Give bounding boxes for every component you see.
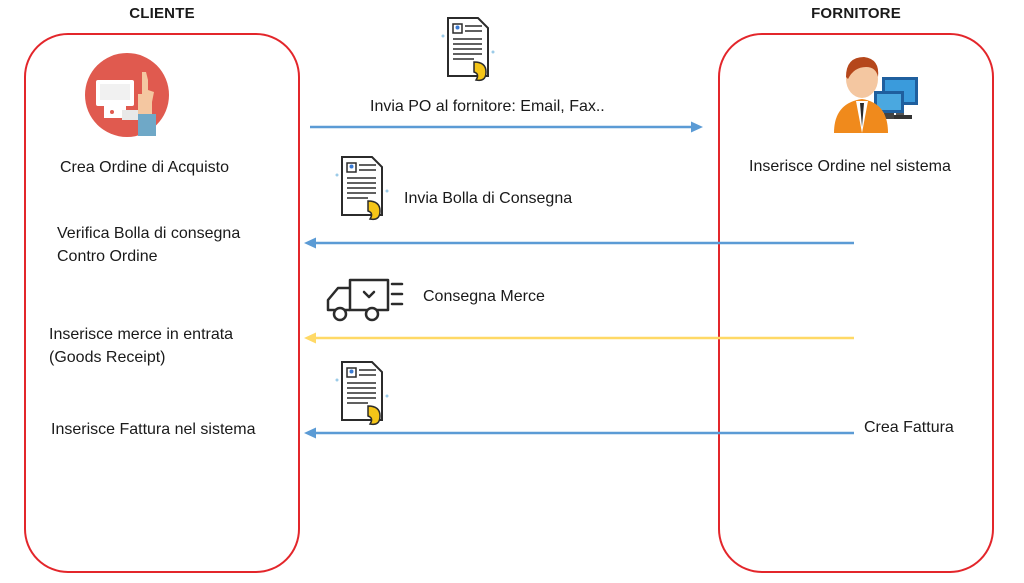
step-crea-ordine: Crea Ordine di Acquisto [60,159,229,176]
message-consegna-merce: Consegna Merce [423,288,545,305]
step-inserisce-ordine: Inserisce Ordine nel sistema [749,158,951,175]
document-icon [335,156,389,221]
delivery-truck-icon [326,278,404,322]
step-verifica-bolla-line2: Contro Ordine [57,248,158,265]
step-inserisce-merce-line2: (Goods Receipt) [49,349,166,366]
supplier-person-icon [834,57,918,133]
client-shopping-icon [85,53,169,137]
arrow-consegna-merce-head [304,332,316,344]
step-crea-fattura: Crea Fattura [864,419,954,436]
document-icon [335,361,389,426]
fornitore-title: FORNITORE [811,5,901,22]
step-verifica-bolla-line1: Verifica Bolla di consegna [57,225,241,242]
arrow-invia-bolla-head [304,237,316,249]
message-invia-bolla: Invia Bolla di Consegna [404,190,573,207]
step-inserisce-merce-line1: Inserisce merce in entrata [49,326,234,343]
arrow-invia-po-head [691,121,703,133]
step-inserisce-fattura: Inserisce Fattura nel sistema [51,421,256,438]
document-icon [441,17,495,82]
arrow-fattura-head [304,427,316,439]
message-invia-po: Invia PO al fornitore: Email, Fax.. [370,98,605,115]
cliente-title: CLIENTE [129,5,195,22]
fornitore-lane [718,33,994,573]
cliente-lane [24,33,300,573]
